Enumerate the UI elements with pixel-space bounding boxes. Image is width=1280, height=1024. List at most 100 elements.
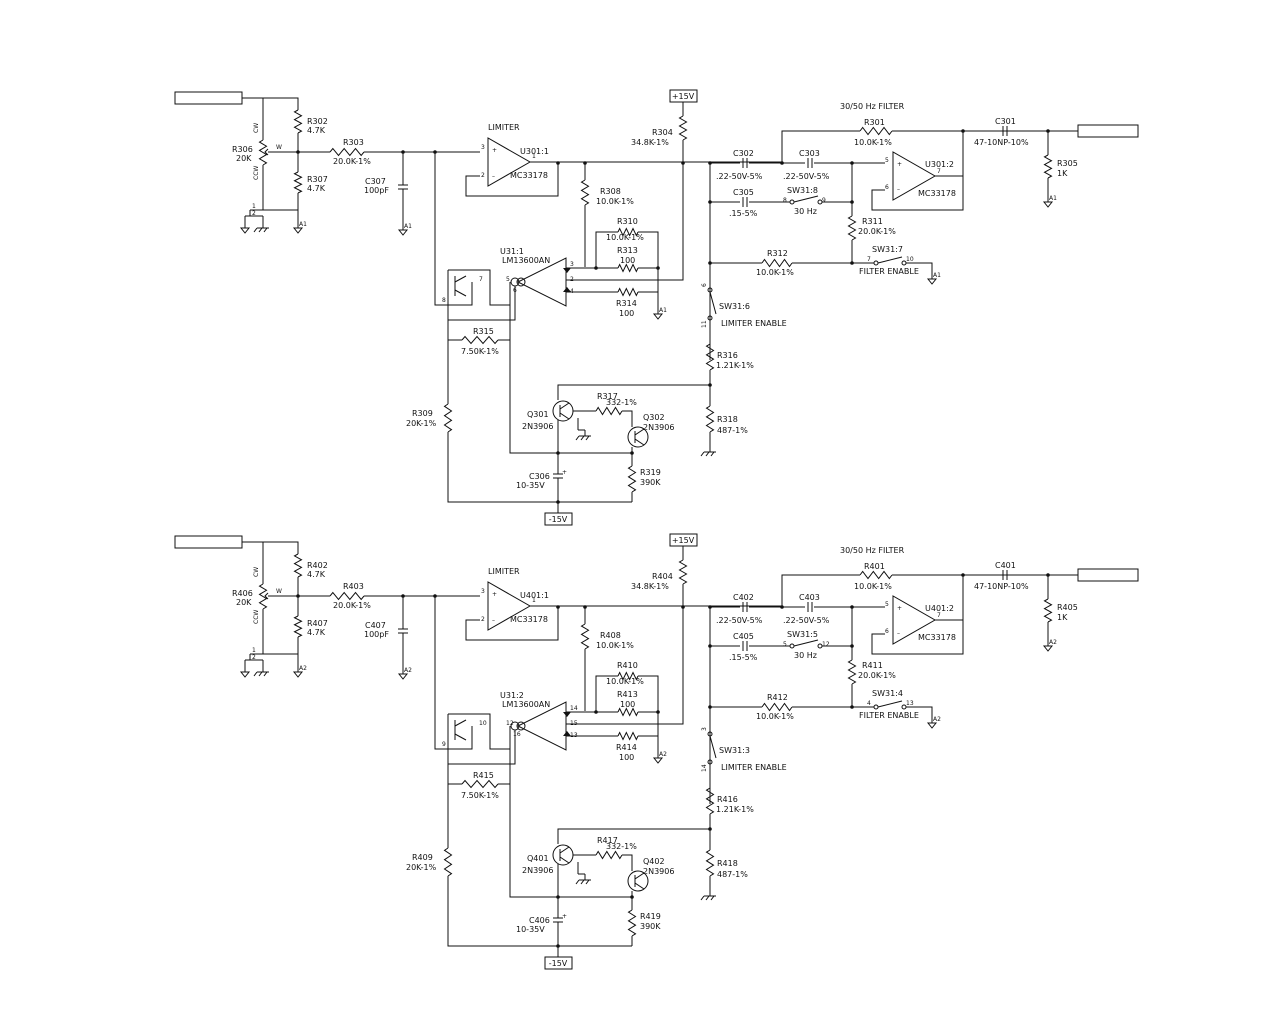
r315-value: 7.50K-1% bbox=[461, 347, 499, 356]
sw-le-pin: 11 bbox=[701, 320, 708, 328]
ground-net-label: A1 bbox=[404, 223, 412, 230]
pnp-transistor-icon bbox=[552, 844, 574, 866]
junction-dot bbox=[961, 573, 965, 577]
vplus-label: +15V bbox=[672, 92, 695, 101]
r306-value: 20K bbox=[236, 154, 252, 163]
r317-value: 332-1% bbox=[606, 842, 637, 851]
ground-net-label: A1 bbox=[299, 221, 307, 228]
u1-ref: U301:1 bbox=[520, 147, 549, 156]
r309-ref: R309 bbox=[412, 409, 433, 418]
pot-pin-1: 1 bbox=[252, 647, 256, 654]
c307-ref: C407 bbox=[365, 621, 386, 630]
ground-net-label: A2 bbox=[299, 665, 307, 672]
pot-cw-label: CW bbox=[253, 123, 260, 133]
plus-sign: + bbox=[897, 605, 902, 612]
u2-pin: 6 bbox=[885, 628, 889, 635]
c303-value: .22-50V-5% bbox=[783, 172, 830, 181]
r319-value: 390K bbox=[640, 922, 661, 931]
sw-le-ref: SW31:6 bbox=[719, 302, 750, 311]
r308-value: 10.0K-1% bbox=[596, 641, 634, 650]
r310-value: 10.0K-1% bbox=[606, 677, 644, 686]
sw-le-ref: SW31:3 bbox=[719, 746, 750, 755]
sw-30hz-pin: 12 bbox=[822, 641, 830, 648]
r318-ref: R418 bbox=[717, 859, 738, 868]
switch-filter-enable-icon[interactable] bbox=[877, 256, 903, 264]
r301-ref: R301 bbox=[864, 118, 885, 127]
r313-value: 100 bbox=[620, 700, 635, 709]
op-amp-symbol bbox=[516, 257, 567, 307]
u1-pin-out: 1 bbox=[532, 597, 536, 604]
r319-ref: R419 bbox=[640, 912, 661, 921]
ota-pin: 14 bbox=[570, 705, 578, 712]
c302-ref: C402 bbox=[733, 593, 754, 602]
r319-ref: R319 bbox=[640, 468, 661, 477]
sw-fe-ref: SW31:7 bbox=[872, 245, 903, 254]
q1-ref: Q301 bbox=[527, 410, 549, 419]
pnp-transistor-icon bbox=[627, 870, 649, 892]
c301-value: 47-10NP-10% bbox=[974, 582, 1029, 591]
r311-ref: R411 bbox=[862, 661, 883, 670]
pot-pin-2: 2 bbox=[252, 210, 256, 217]
u2-ref: U301:2 bbox=[925, 160, 954, 169]
q1-ref: Q401 bbox=[527, 854, 549, 863]
r303-ref: R403 bbox=[343, 582, 364, 591]
input-connector-box bbox=[174, 91, 243, 105]
r312-value: 10.0K-1% bbox=[756, 712, 794, 721]
r318-value: 487-1% bbox=[717, 870, 748, 879]
op-amp-symbol bbox=[516, 701, 567, 751]
r303-ref: R303 bbox=[343, 138, 364, 147]
switch-filter-enable-icon[interactable] bbox=[877, 700, 903, 708]
ground-net-label: A2 bbox=[933, 716, 941, 723]
r306-ref: R306 bbox=[232, 145, 253, 154]
ground-net-label: A1 bbox=[1049, 195, 1057, 202]
r310-ref: R310 bbox=[617, 217, 638, 226]
signal-ground-icon bbox=[652, 313, 664, 320]
r302-value: 4.7K bbox=[307, 570, 326, 579]
ota-pin: 9 bbox=[442, 741, 446, 748]
r311-value: 20.0K-1% bbox=[858, 671, 896, 680]
minus-sign: – bbox=[897, 186, 900, 193]
op-amp-symbol bbox=[487, 581, 532, 631]
u1-part: MC33178 bbox=[510, 171, 548, 180]
input-connector-box bbox=[174, 535, 243, 549]
sw-fe-label: FILTER ENABLE bbox=[859, 267, 919, 276]
switch-limiter-enable-icon[interactable] bbox=[709, 735, 717, 759]
r308-value: 10.0K-1% bbox=[596, 197, 634, 206]
pot-wiper-label: W bbox=[276, 144, 282, 151]
r314-value: 100 bbox=[619, 753, 634, 762]
junction-dot bbox=[556, 161, 560, 165]
sw-le-pin: 14 bbox=[701, 764, 708, 772]
filter-title: 30/50 Hz FILTER bbox=[840, 546, 905, 555]
r316-value: 1.21K-1% bbox=[716, 361, 754, 370]
ota-bias-icon bbox=[516, 277, 526, 287]
sw-le-label: LIMITER ENABLE bbox=[721, 319, 787, 328]
sw-30hz-pin: 5 bbox=[783, 641, 787, 648]
switch-30hz-icon[interactable] bbox=[793, 639, 819, 647]
c302-value: .22-50V-5% bbox=[716, 616, 763, 625]
minus-sign: – bbox=[897, 630, 900, 637]
r307-ref: R407 bbox=[307, 619, 328, 628]
c301-ref: C401 bbox=[995, 561, 1016, 570]
ota-part: LM13600AN bbox=[502, 700, 550, 709]
r304-value: 34.8K-1% bbox=[631, 138, 669, 147]
plus-sign: + bbox=[897, 161, 902, 168]
diode-icon bbox=[563, 731, 571, 736]
sw-30hz-label: 30 Hz bbox=[794, 207, 817, 216]
signal-ground-icon bbox=[397, 229, 409, 236]
pot-ccw-label: CCW bbox=[253, 166, 260, 180]
switch-30hz-icon[interactable] bbox=[793, 195, 819, 203]
sw-30hz-pin: 9 bbox=[822, 197, 826, 204]
op-amp-symbol bbox=[892, 595, 937, 645]
junction-dot bbox=[708, 705, 712, 709]
sw-fe-label: FILTER ENABLE bbox=[859, 711, 919, 720]
pnp-transistor-icon bbox=[627, 426, 649, 448]
ground-net-label: A2 bbox=[1049, 639, 1057, 646]
switch-limiter-enable-icon[interactable] bbox=[709, 291, 717, 315]
sw-le-pin: 3 bbox=[701, 727, 708, 731]
r316-value: 1.21K-1% bbox=[716, 805, 754, 814]
output-connector-box bbox=[1077, 124, 1139, 138]
r307-value: 4.7K bbox=[307, 184, 326, 193]
r314-ref: R414 bbox=[616, 743, 637, 752]
ota-pin: 8 bbox=[442, 297, 446, 304]
sw-fe-pin: 10 bbox=[906, 256, 914, 263]
